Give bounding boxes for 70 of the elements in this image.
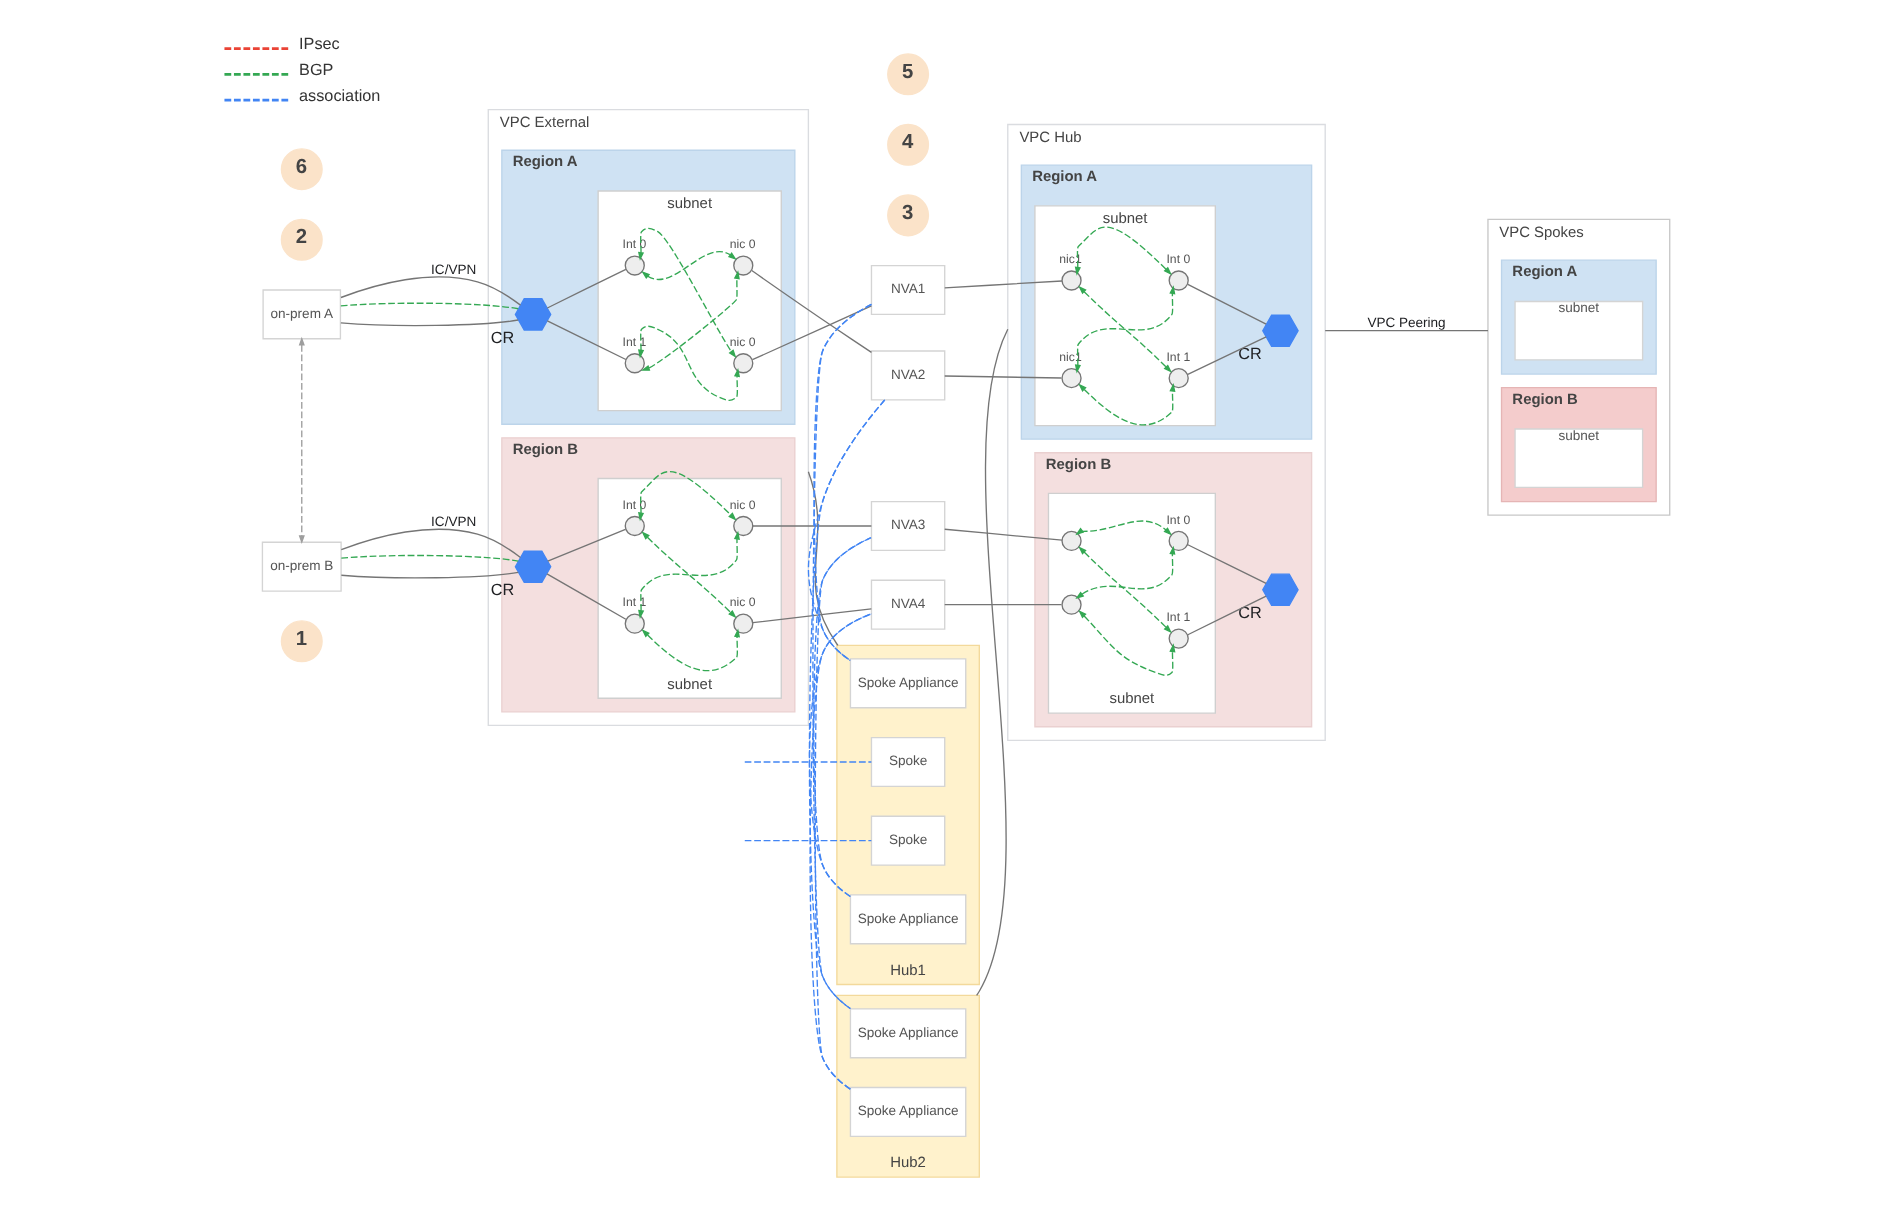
node-circle: [1168, 628, 1189, 649]
node-circle: [1061, 367, 1082, 389]
connector: [1187, 336, 1267, 376]
node-circle: [1168, 530, 1189, 552]
connector: [944, 280, 1063, 289]
node-circle: 4: [887, 123, 930, 166]
node-circle: [1061, 594, 1082, 615]
node-hexagon: [514, 550, 552, 583]
node-circle: 2: [280, 218, 323, 261]
arrow: [640, 270, 740, 371]
node-circle: [624, 255, 645, 276]
connector: [546, 320, 627, 361]
node-circle: 1: [280, 620, 323, 663]
node-hexagon: [1262, 314, 1299, 347]
connector: [1187, 283, 1267, 325]
connector: [944, 604, 1063, 606]
arrow: [1078, 609, 1176, 676]
arrow: [638, 470, 737, 522]
connector: [1187, 595, 1267, 636]
node-circle: [733, 255, 754, 276]
connector: [340, 528, 522, 559]
node-circle: 6: [280, 148, 323, 191]
connector: [546, 268, 627, 309]
node-circle: 3: [887, 194, 930, 237]
arrow: [1078, 546, 1172, 634]
connector: [808, 399, 886, 1010]
connector: [1187, 544, 1267, 585]
connector: [808, 613, 873, 898]
node-circle: [624, 515, 645, 537]
connector: [546, 573, 627, 620]
connector: [340, 571, 519, 579]
node-circle: [733, 613, 754, 634]
arrow: [638, 227, 737, 359]
connector: [1324, 330, 1489, 332]
connector: [944, 528, 1063, 541]
arrow: [641, 251, 737, 280]
connector: [340, 276, 522, 306]
connector: [744, 840, 872, 842]
connector: [944, 375, 1063, 379]
arrow: [1078, 382, 1176, 426]
connector: [751, 305, 873, 361]
node-circle: [733, 515, 754, 537]
node-circle: [624, 353, 645, 374]
arrow: [1075, 545, 1176, 600]
connector: [752, 608, 872, 624]
node-circle: 5: [887, 53, 930, 96]
connector: [547, 528, 627, 562]
connector: [751, 269, 873, 353]
arrow: [298, 336, 305, 545]
node-circle: [1061, 530, 1082, 552]
arrow: [638, 325, 741, 402]
node-circle: [1168, 270, 1189, 291]
arrow: [1075, 520, 1173, 536]
arrow: [641, 628, 741, 672]
connector: [809, 613, 873, 1090]
node-circle: [1168, 367, 1189, 389]
connector: [752, 525, 872, 527]
node-circle: [1061, 270, 1082, 291]
connector: [340, 319, 519, 327]
node-circle: [733, 353, 754, 374]
connector: [744, 761, 872, 763]
arrow: [1074, 226, 1173, 276]
node-hexagon: [1262, 573, 1299, 606]
connector: [340, 302, 519, 310]
node-hexagon: [514, 298, 552, 331]
connector: [975, 328, 1009, 996]
connector: [807, 471, 839, 647]
connector: [340, 554, 519, 562]
connector: [812, 303, 873, 1010]
node-circle: [624, 613, 645, 634]
